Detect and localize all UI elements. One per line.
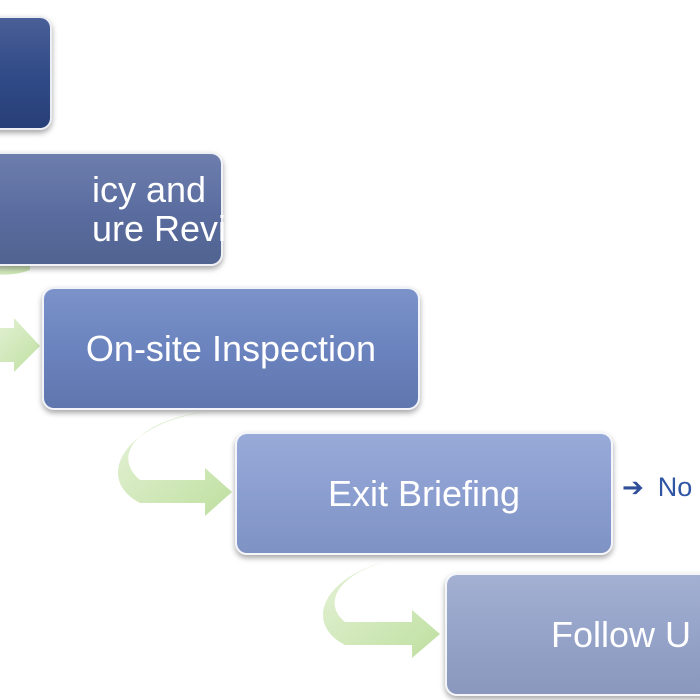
step-2-label-line-1: icy and — [92, 169, 207, 210]
step-3-label: On-site Inspection — [85, 328, 377, 369]
step-box-follow-up: Follow U — [445, 573, 700, 696]
step-box-onsite-inspection: On-site Inspection — [42, 287, 420, 410]
right-arrow-icon: ➔ — [622, 472, 644, 503]
step-box-exit-briefing: Exit Briefing — [235, 432, 613, 555]
step-5-label: Follow U — [551, 614, 692, 655]
step-box-1 — [0, 16, 52, 130]
step-2-label-line-2: ure Review — [92, 208, 273, 249]
step-4-label: Exit Briefing — [327, 473, 521, 514]
curved-arrow-2 — [0, 318, 40, 372]
exit-briefing-note: ➔ No — [622, 472, 692, 503]
note-text: No — [657, 472, 693, 502]
curved-arrow-4 — [323, 556, 440, 658]
step-box-policy-review: icy and ure Review — [0, 152, 272, 266]
curved-arrow-3 — [117, 412, 232, 516]
